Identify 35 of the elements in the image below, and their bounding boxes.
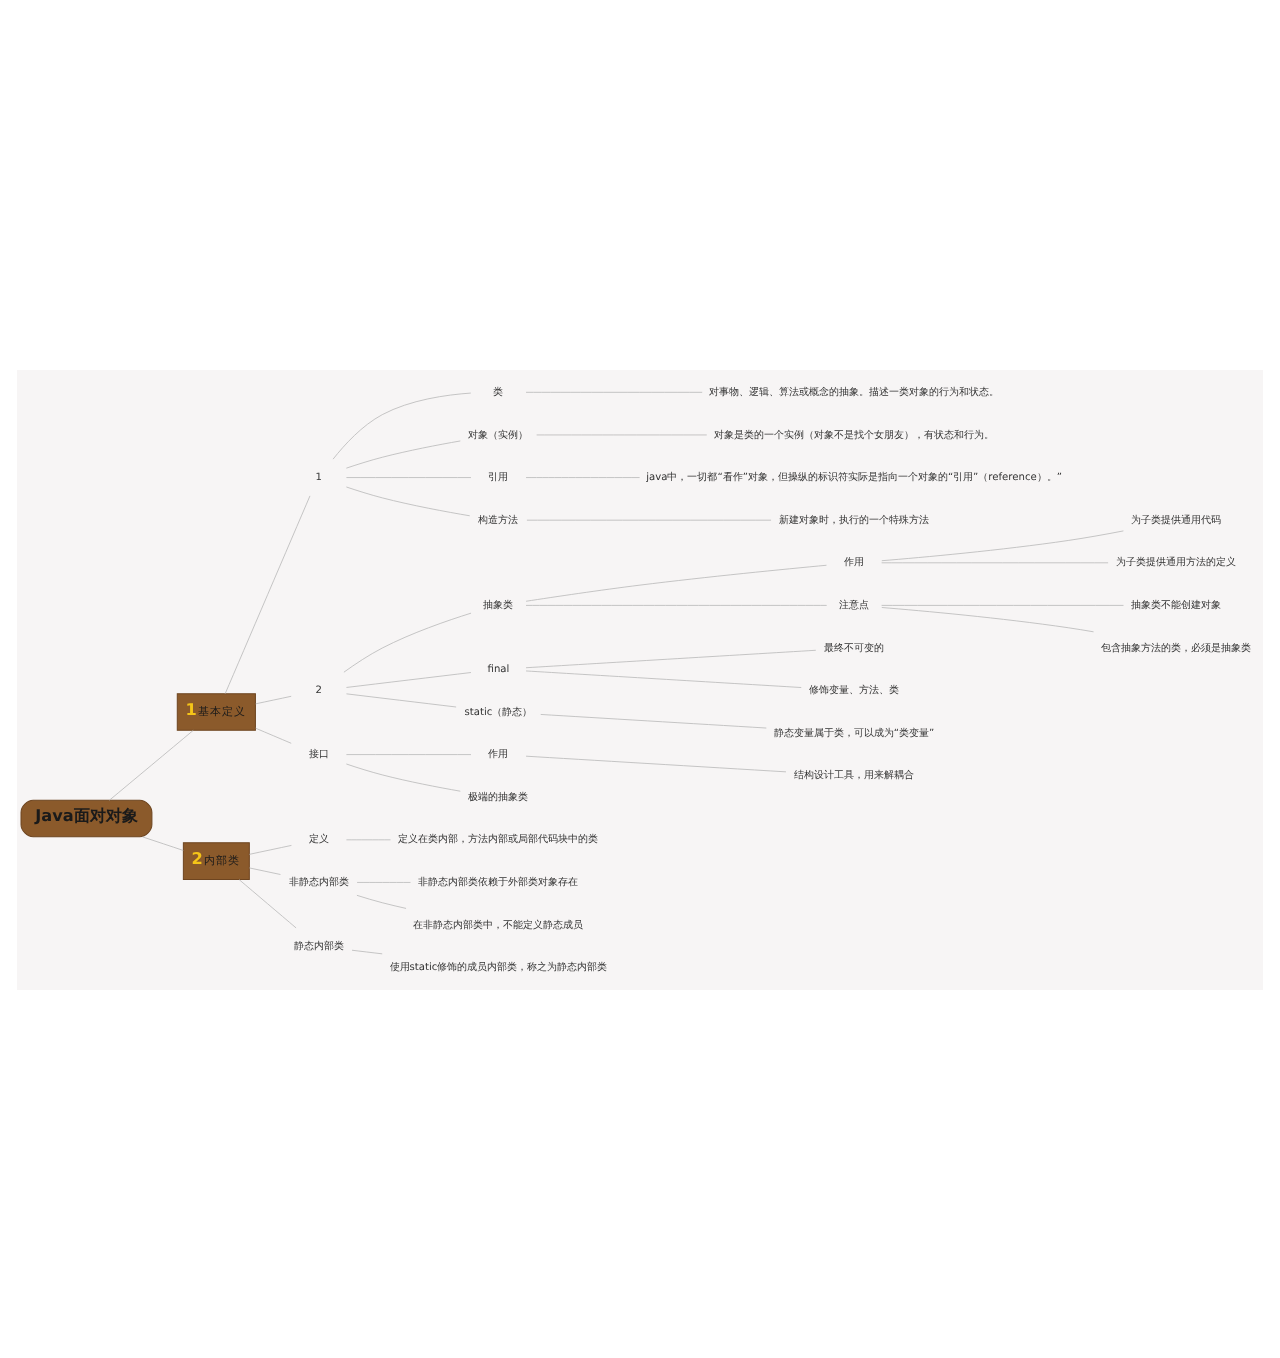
connector [346, 476, 472, 477]
connector [345, 439, 461, 468]
connector [525, 390, 703, 392]
connector [343, 611, 472, 672]
connector [255, 726, 292, 743]
connector [881, 561, 1109, 563]
connector [540, 713, 767, 728]
connector [881, 604, 1124, 605]
connector [351, 948, 383, 954]
connector [525, 563, 827, 601]
connector [881, 529, 1124, 561]
node-box: Java面对对象 [20, 798, 153, 837]
connector [526, 518, 772, 520]
connector [881, 606, 1094, 632]
connector [346, 671, 472, 687]
connector [525, 648, 817, 668]
connector [249, 844, 292, 854]
connector [356, 881, 411, 882]
connector [109, 729, 194, 800]
connector [525, 476, 640, 477]
connector [346, 838, 391, 840]
connector [525, 754, 787, 772]
connector [345, 485, 471, 516]
connector [224, 494, 311, 693]
connector [346, 692, 457, 707]
connector [332, 391, 472, 459]
connector [345, 762, 461, 791]
connector [238, 878, 297, 928]
connector [142, 835, 184, 850]
connector [255, 694, 292, 704]
connector [525, 604, 828, 605]
connector [249, 866, 281, 874]
connector [525, 669, 802, 687]
connector [346, 753, 472, 754]
connector [356, 893, 407, 908]
